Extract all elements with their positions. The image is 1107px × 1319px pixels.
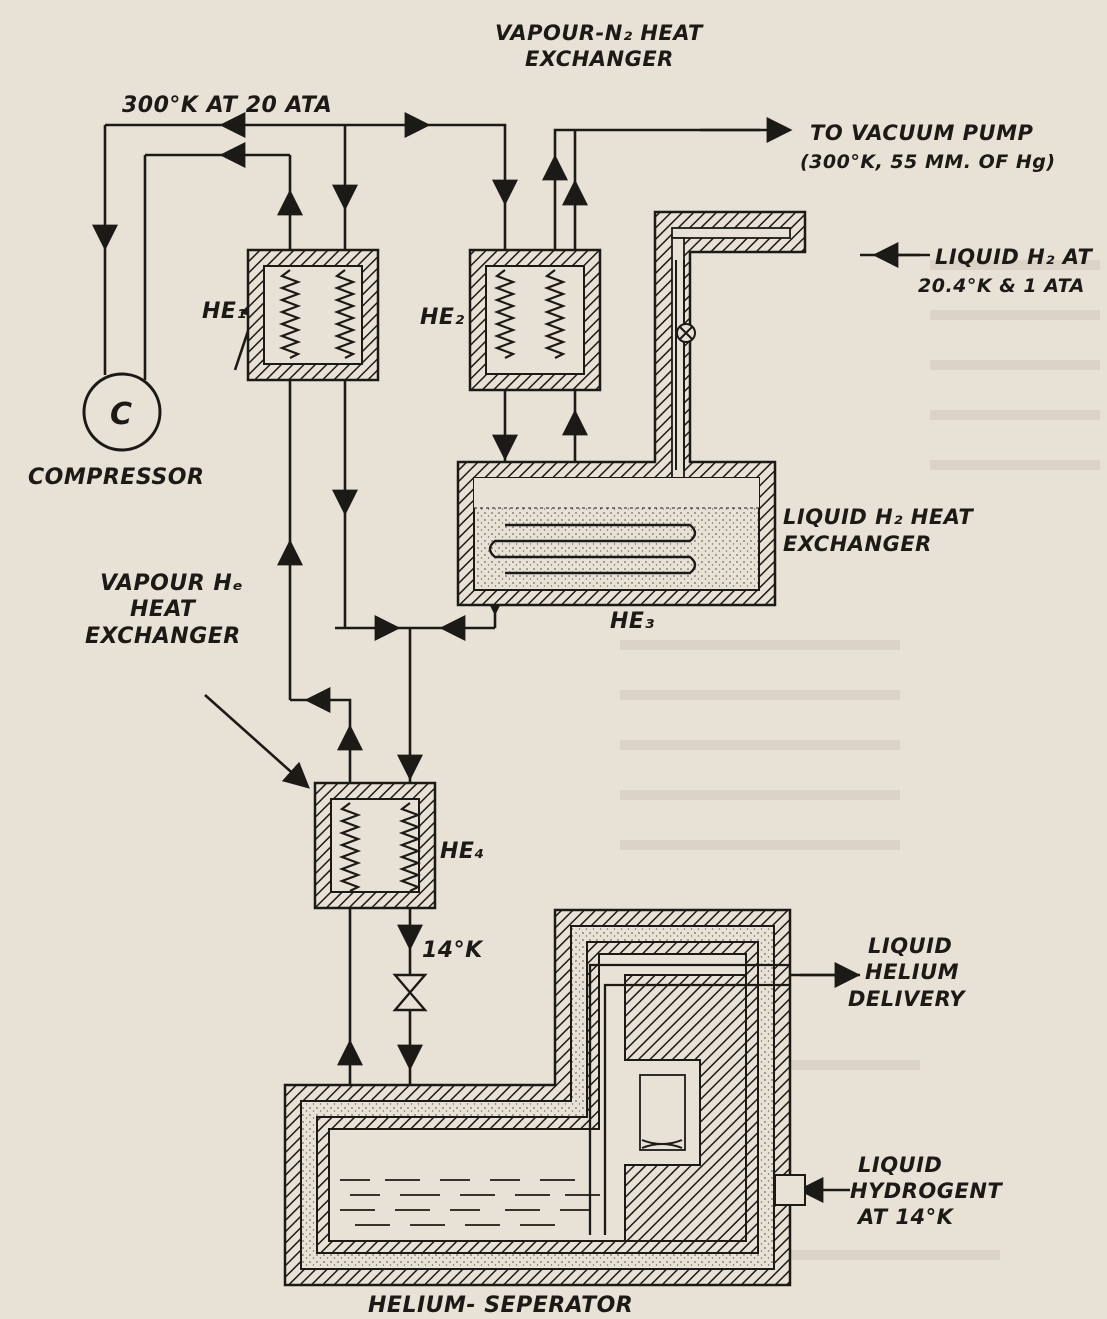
label-vapour-n2-2: EXCHANGER [525,47,674,71]
label-liquid-hydrogen-3: AT 14°K [856,1205,955,1229]
label-he1: HE₁ [202,299,247,324]
label-liquid-hydrogen-2: HYDROGENT [850,1179,1003,1203]
label-compressor: COMPRESSOR [28,465,204,490]
label-liquid-helium-2: HELIUM [865,960,959,984]
flow-arrows [92,112,930,1203]
label-top-pressure: 300°K AT 20 ATA [122,93,332,118]
he4-exchanger [313,781,437,910]
label-helium-separator: HELIUM- SEPERATOR [368,1293,633,1318]
he1-exchanger [246,248,380,382]
label-vapour-he-2: HEAT [130,597,197,622]
compressor: C [82,355,162,452]
liquid-helium-surface [340,1179,600,1226]
label-liquid-hydrogen-1: LIQUID [858,1153,942,1177]
label-vacuum-1: TO VACUUM PUMP [810,121,1033,145]
label-temp-14k: 14°K [422,938,484,963]
labels: 300°K AT 20 ATA VAPOUR-N₂ HEAT EXCHANGER… [28,21,1093,1318]
label-liquid-h2-in-1: LIQUID H₂ AT [935,245,1093,269]
label-he2: HE₂ [420,305,465,330]
label-vacuum-2: (300°K, 55 MM. OF Hg) [800,151,1056,173]
he3-exchanger [456,210,807,607]
label-he4: HE₄ [440,839,485,864]
label-liquid-helium-1: LIQUID [868,934,952,958]
helium-separator [283,908,806,1287]
label-vapour-n2-1: VAPOUR-N₂ HEAT [495,21,704,45]
label-liquid-h2-hx-1: LIQUID H₂ HEAT [783,505,974,529]
throttle-valve [392,973,428,1012]
he2-exchanger [468,248,602,392]
label-liquid-h2-hx-2: EXCHANGER [783,532,932,556]
compressor-symbol: C [110,397,133,432]
label-vapour-he-1: VAPOUR Hₑ [100,571,243,596]
label-vapour-he-3: EXCHANGER [85,624,241,649]
label-he3: HE₃ [610,609,655,634]
label-liquid-helium-3: DELIVERY [848,987,966,1011]
label-liquid-h2-in-2: 20.4°K & 1 ATA [918,275,1085,297]
